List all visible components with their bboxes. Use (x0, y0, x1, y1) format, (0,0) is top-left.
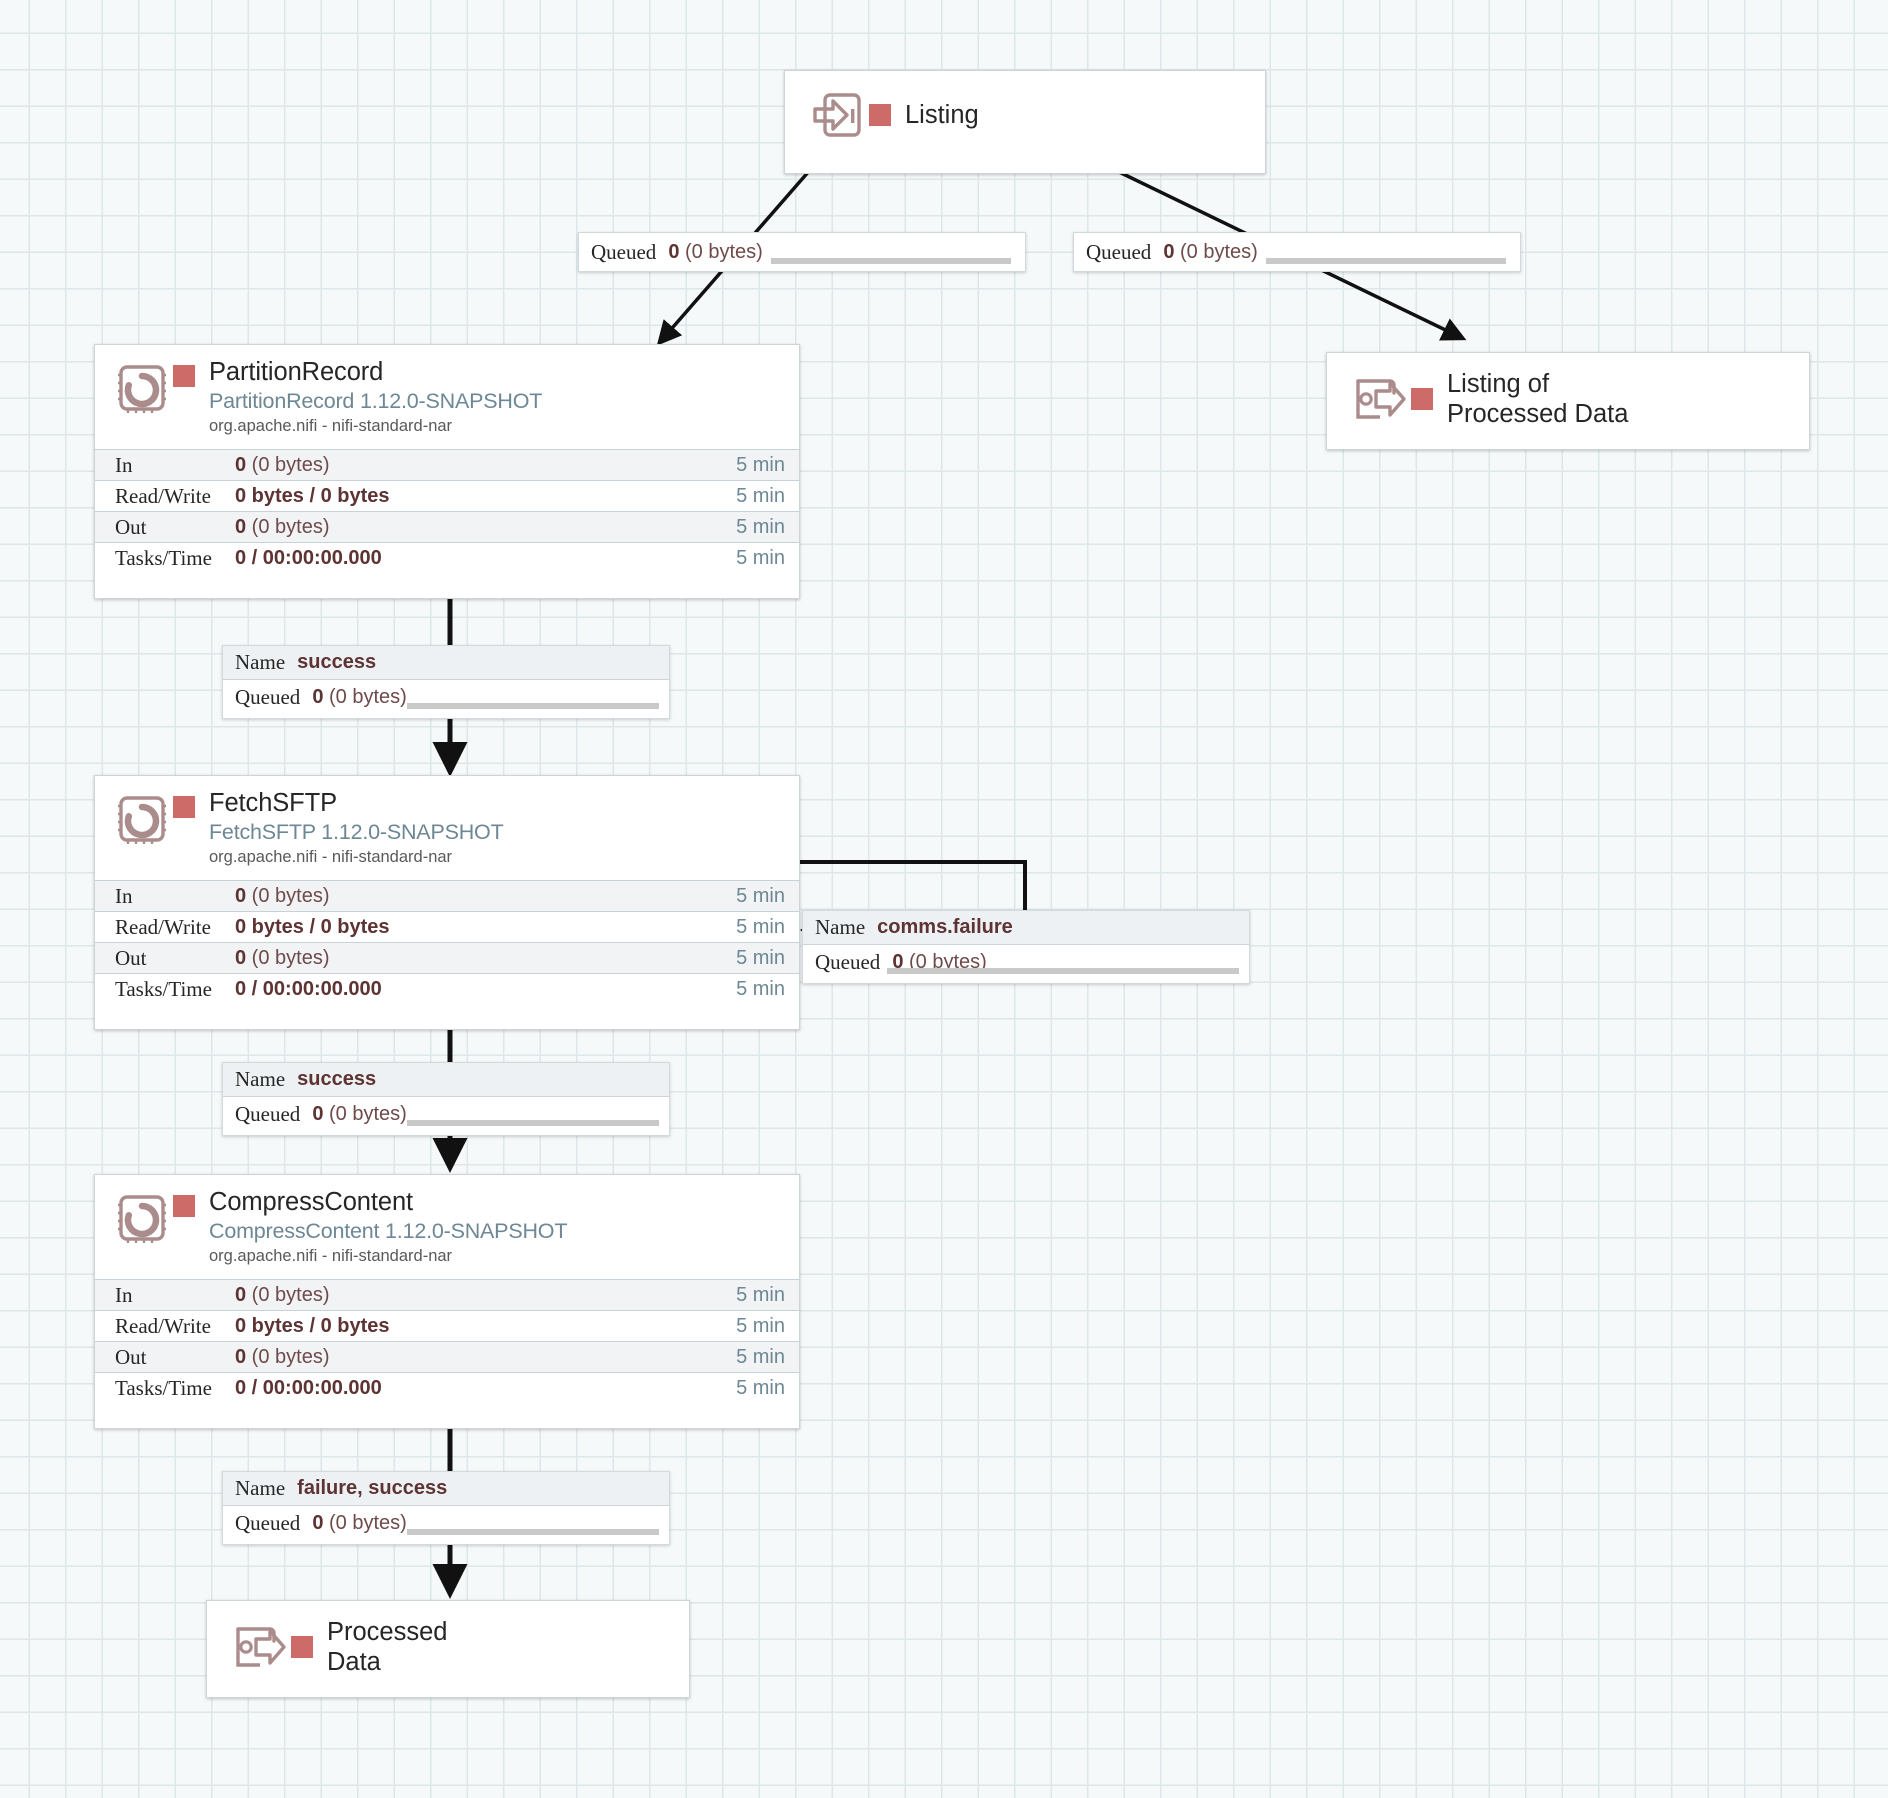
queued-value: 0 (0 bytes) (312, 1511, 407, 1534)
name-label: Name (815, 915, 866, 939)
queue-size-bar (484, 1120, 659, 1126)
processor-type: FetchSFTP 1.12.0-SNAPSHOT (209, 820, 504, 845)
queue-size-bar (841, 258, 1011, 264)
stat-row: Tasks/Time 0 / 00:00:00.000 5 min (95, 974, 799, 1006)
status-badge (869, 104, 891, 126)
queue-size-bar (1064, 968, 1239, 974)
queued-label: Queued (591, 239, 657, 264)
status-badge (173, 796, 195, 818)
relationship-name: comms.failure (877, 916, 1013, 938)
processor-stats-table: In 0 (0 bytes) 5 min Read/Write 0 bytes … (95, 1279, 799, 1405)
connection-partitionrecord-to-fetchsftp[interactable]: Name success Queued 0 (0 bytes) (222, 645, 670, 719)
queued-value: 0 (0 bytes) (892, 950, 987, 973)
connection-fetchsftp-comms-failure[interactable]: Name comms.failure Queued 0 (0 bytes) (802, 910, 1250, 984)
stat-row: Out 0 (0 bytes) 5 min (95, 512, 799, 544)
processor-name: PartitionRecord (209, 358, 384, 386)
input-port-icon (805, 87, 869, 143)
relationship-name: success (297, 1068, 377, 1090)
stat-row: In 0 (0 bytes) 5 min (95, 881, 799, 913)
stat-row: In 0 (0 bytes) 5 min (95, 450, 799, 482)
fetchsftp-processor[interactable]: FetchSFTP FetchSFTP 1.12.0-SNAPSHOT org.… (94, 775, 800, 1030)
processor-stats-table: In 0 (0 bytes) 5 min Read/Write 0 bytes … (95, 449, 799, 575)
port-label: Listing (905, 100, 979, 129)
partitionrecord-processor[interactable]: PartitionRecord PartitionRecord 1.12.0-S… (94, 344, 800, 599)
processor-icon (111, 790, 173, 852)
stat-row: Out 0 (0 bytes) 5 min (95, 1342, 799, 1374)
stat-row: Tasks/Time 0 / 00:00:00.000 5 min (95, 543, 799, 575)
queue-size-bar (484, 1529, 659, 1535)
stat-row: Read/Write 0 bytes / 0 bytes 5 min (95, 912, 799, 944)
queued-label: Queued (235, 684, 301, 709)
output-port-icon (1347, 373, 1411, 425)
processor-bundle: org.apache.nifi - nifi-standard-nar (209, 848, 453, 867)
compresscontent-processor[interactable]: CompressContent CompressContent 1.12.0-S… (94, 1174, 800, 1429)
processor-name: FetchSFTP (209, 789, 338, 817)
processor-icon (111, 1189, 173, 1251)
status-badge (173, 1195, 195, 1217)
queued-label: Queued (235, 1510, 301, 1535)
name-label: Name (235, 650, 286, 674)
connection-fetchsftp-to-compresscontent[interactable]: Name success Queued 0 (0 bytes) (222, 1062, 670, 1136)
processor-bundle: org.apache.nifi - nifi-standard-nar (209, 1247, 453, 1266)
stat-row: Read/Write 0 bytes / 0 bytes 5 min (95, 1311, 799, 1343)
port-label: Processed Data (327, 1618, 448, 1677)
queued-label: Queued (235, 1101, 301, 1126)
status-badge (291, 1636, 313, 1659)
queued-value: 0 (0 bytes) (1163, 240, 1258, 263)
output-port-icon (227, 1621, 291, 1673)
processor-bundle: org.apache.nifi - nifi-standard-nar (209, 417, 453, 436)
stat-row: Out 0 (0 bytes) 5 min (95, 943, 799, 975)
relationship-name: success (297, 651, 377, 673)
queued-value: 0 (0 bytes) (668, 240, 763, 263)
processor-name: CompressContent (209, 1188, 414, 1216)
connection-compresscontent-to-processed-data[interactable]: Name failure, success Queued 0 (0 bytes) (222, 1471, 670, 1545)
processor-type: PartitionRecord 1.12.0-SNAPSHOT (209, 389, 543, 414)
listing-of-processed-data-port[interactable]: Listing of Processed Data (1326, 352, 1810, 450)
stat-row: In 0 (0 bytes) 5 min (95, 1280, 799, 1312)
stat-row: Read/Write 0 bytes / 0 bytes 5 min (95, 481, 799, 513)
processed-data-port[interactable]: Processed Data (206, 1600, 690, 1698)
queue-size-bar (484, 703, 659, 709)
stat-row: Tasks/Time 0 / 00:00:00.000 5 min (95, 1373, 799, 1405)
processor-stats-table: In 0 (0 bytes) 5 min Read/Write 0 bytes … (95, 880, 799, 1006)
relationship-name: failure, success (297, 1477, 448, 1499)
connection-listing-to-listing-of-processed-data[interactable]: Queued 0 (0 bytes) (1073, 232, 1521, 272)
processor-icon (111, 359, 173, 421)
queue-size-bar (1336, 258, 1506, 264)
queued-value: 0 (0 bytes) (312, 1102, 407, 1125)
listing-input-port[interactable]: Listing (784, 70, 1266, 174)
queue-count-bar (886, 968, 1077, 974)
name-label: Name (235, 1476, 286, 1500)
processor-type: CompressContent 1.12.0-SNAPSHOT (209, 1219, 568, 1244)
name-label: Name (235, 1067, 286, 1091)
queued-label: Queued (1086, 239, 1152, 264)
connection-listing-to-partitionrecord[interactable]: Queued 0 (0 bytes) (578, 232, 1026, 272)
status-badge (1411, 388, 1433, 411)
status-badge (173, 365, 195, 387)
queued-value: 0 (0 bytes) (312, 685, 407, 708)
queued-label: Queued (815, 949, 881, 974)
port-label: Listing of Processed Data (1447, 370, 1629, 429)
